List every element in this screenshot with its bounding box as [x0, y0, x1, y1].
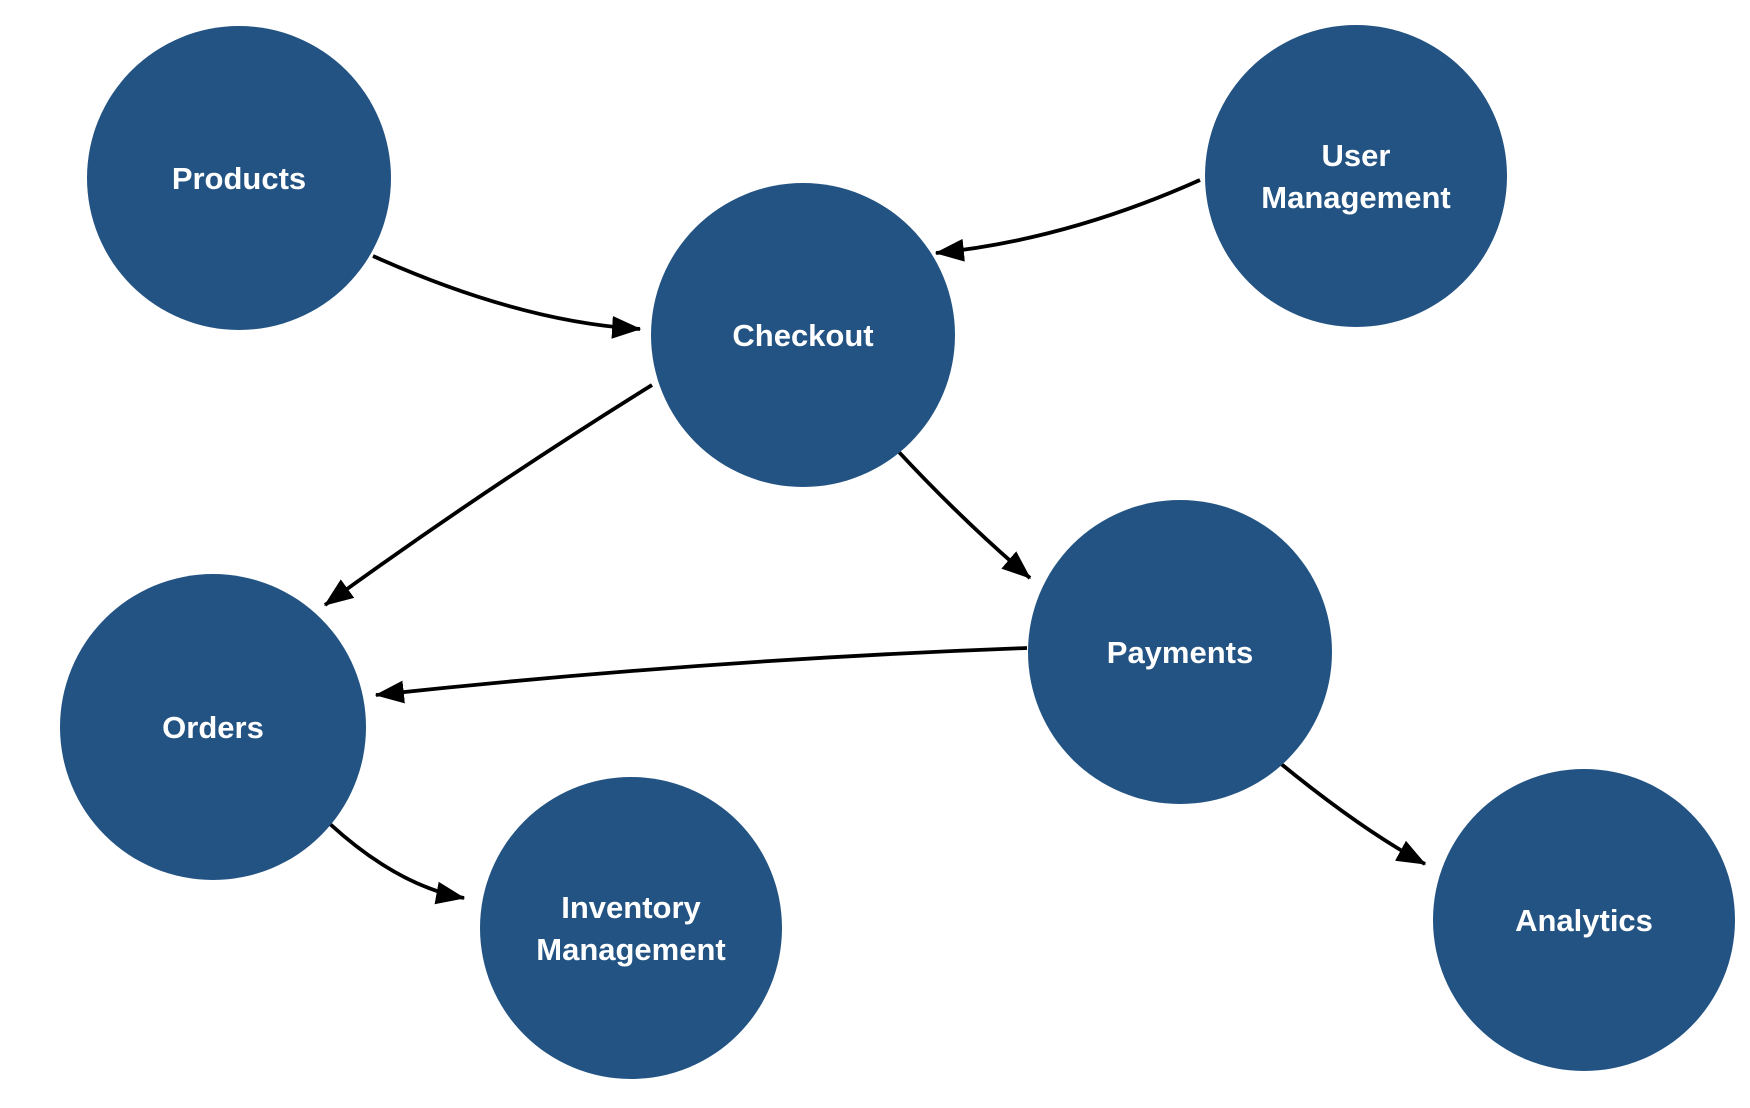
- edge-payments-to-analytics[interactable]: [1278, 761, 1427, 866]
- node-label-line: Inventory: [561, 890, 701, 925]
- node-label-line: Management: [536, 932, 725, 967]
- node-label-line: Payments: [1107, 635, 1253, 670]
- node-label-payments: Payments: [1107, 635, 1253, 670]
- node-label-orders: Orders: [162, 710, 264, 745]
- node-circle-orders[interactable]: [60, 574, 366, 880]
- node-label-analytics: Analytics: [1515, 903, 1653, 938]
- node-label-products: Products: [172, 161, 306, 196]
- edge-user-management-to-checkout[interactable]: [934, 178, 1201, 262]
- node-label-line: Management: [1261, 180, 1450, 215]
- edge-payments-to-orders[interactable]: [374, 646, 1028, 704]
- edge-checkout-to-payments[interactable]: [895, 448, 1032, 580]
- node-circle-checkout[interactable]: [651, 183, 955, 487]
- node-label-checkout: Checkout: [732, 318, 873, 353]
- node-checkout[interactable]: Checkout: [651, 183, 955, 487]
- node-payments[interactable]: Payments: [1028, 500, 1332, 804]
- node-label-line: Analytics: [1515, 903, 1653, 938]
- node-orders[interactable]: Orders: [60, 574, 366, 880]
- node-label-line: Checkout: [732, 318, 873, 353]
- node-circle-user-management[interactable]: [1205, 25, 1507, 327]
- node-label-line: User: [1322, 138, 1391, 173]
- edge-checkout-to-orders[interactable]: [323, 383, 654, 607]
- edge-orders-to-inventory-management[interactable]: [328, 822, 466, 905]
- node-label-line: Products: [172, 161, 306, 196]
- edge-products-to-checkout[interactable]: [372, 254, 642, 339]
- node-circle-inventory-management[interactable]: [480, 777, 782, 1079]
- node-circle-analytics[interactable]: [1433, 769, 1735, 1071]
- node-circle-products[interactable]: [87, 26, 391, 330]
- node-label-line: Orders: [162, 710, 264, 745]
- node-analytics[interactable]: Analytics: [1433, 769, 1735, 1071]
- node-products[interactable]: Products: [87, 26, 391, 330]
- node-circle-payments[interactable]: [1028, 500, 1332, 804]
